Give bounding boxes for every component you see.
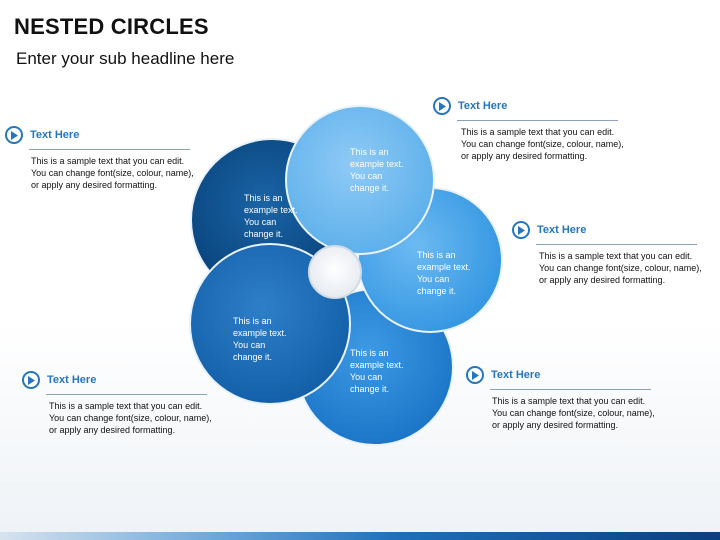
callout-body: This is a sample text that you can edit.… — [539, 251, 702, 285]
callout-body: This is a sample text that you can edit.… — [461, 127, 624, 161]
page-title: NESTED CIRCLES — [14, 14, 209, 39]
play-icon — [512, 221, 530, 239]
circle-text-bottom-left: This is an example text. You can change … — [233, 316, 289, 362]
callout-bottom-left: Text Here This is a sample text that you… — [22, 371, 212, 436]
circle-text-top-left: This is an example text. You can change … — [244, 193, 300, 239]
play-icon — [5, 126, 23, 144]
callout-bottom-right: Text Here This is a sample text that you… — [466, 366, 655, 431]
callout-heading: Text Here — [47, 374, 97, 386]
callout-body: This is a sample text that you can edit.… — [492, 396, 655, 430]
callout-body: This is a sample text that you can edit.… — [49, 401, 212, 435]
divider — [46, 394, 207, 395]
circle-top — [285, 105, 435, 255]
callout-top-left: Text Here This is a sample text that you… — [5, 126, 194, 191]
callout-heading: Text Here — [537, 224, 587, 236]
circle-text-bottom-right: This is an example text. You can change … — [350, 348, 406, 394]
circle-text-right: This is an example text. You can change … — [417, 250, 473, 296]
callout-middle-right: Text Here This is a sample text that you… — [512, 221, 702, 286]
center-circle — [308, 245, 362, 299]
callout-heading: Text Here — [491, 369, 541, 381]
footer-color-bar — [0, 532, 720, 540]
circle-bottom-left — [189, 243, 351, 405]
divider — [536, 244, 697, 245]
circle-text-top: This is an example text. You can change … — [350, 147, 406, 193]
callout-heading: Text Here — [30, 129, 80, 141]
page-subtitle: Enter your sub headline here — [16, 49, 235, 68]
play-icon — [22, 371, 40, 389]
callout-body: This is a sample text that you can edit.… — [31, 156, 194, 190]
divider — [490, 389, 651, 390]
divider — [29, 149, 190, 150]
play-icon — [466, 366, 484, 384]
callout-heading: Text Here — [458, 100, 508, 112]
divider — [457, 120, 618, 121]
callout-top-right: Text Here This is a sample text that you… — [433, 97, 624, 162]
play-icon — [433, 97, 451, 115]
